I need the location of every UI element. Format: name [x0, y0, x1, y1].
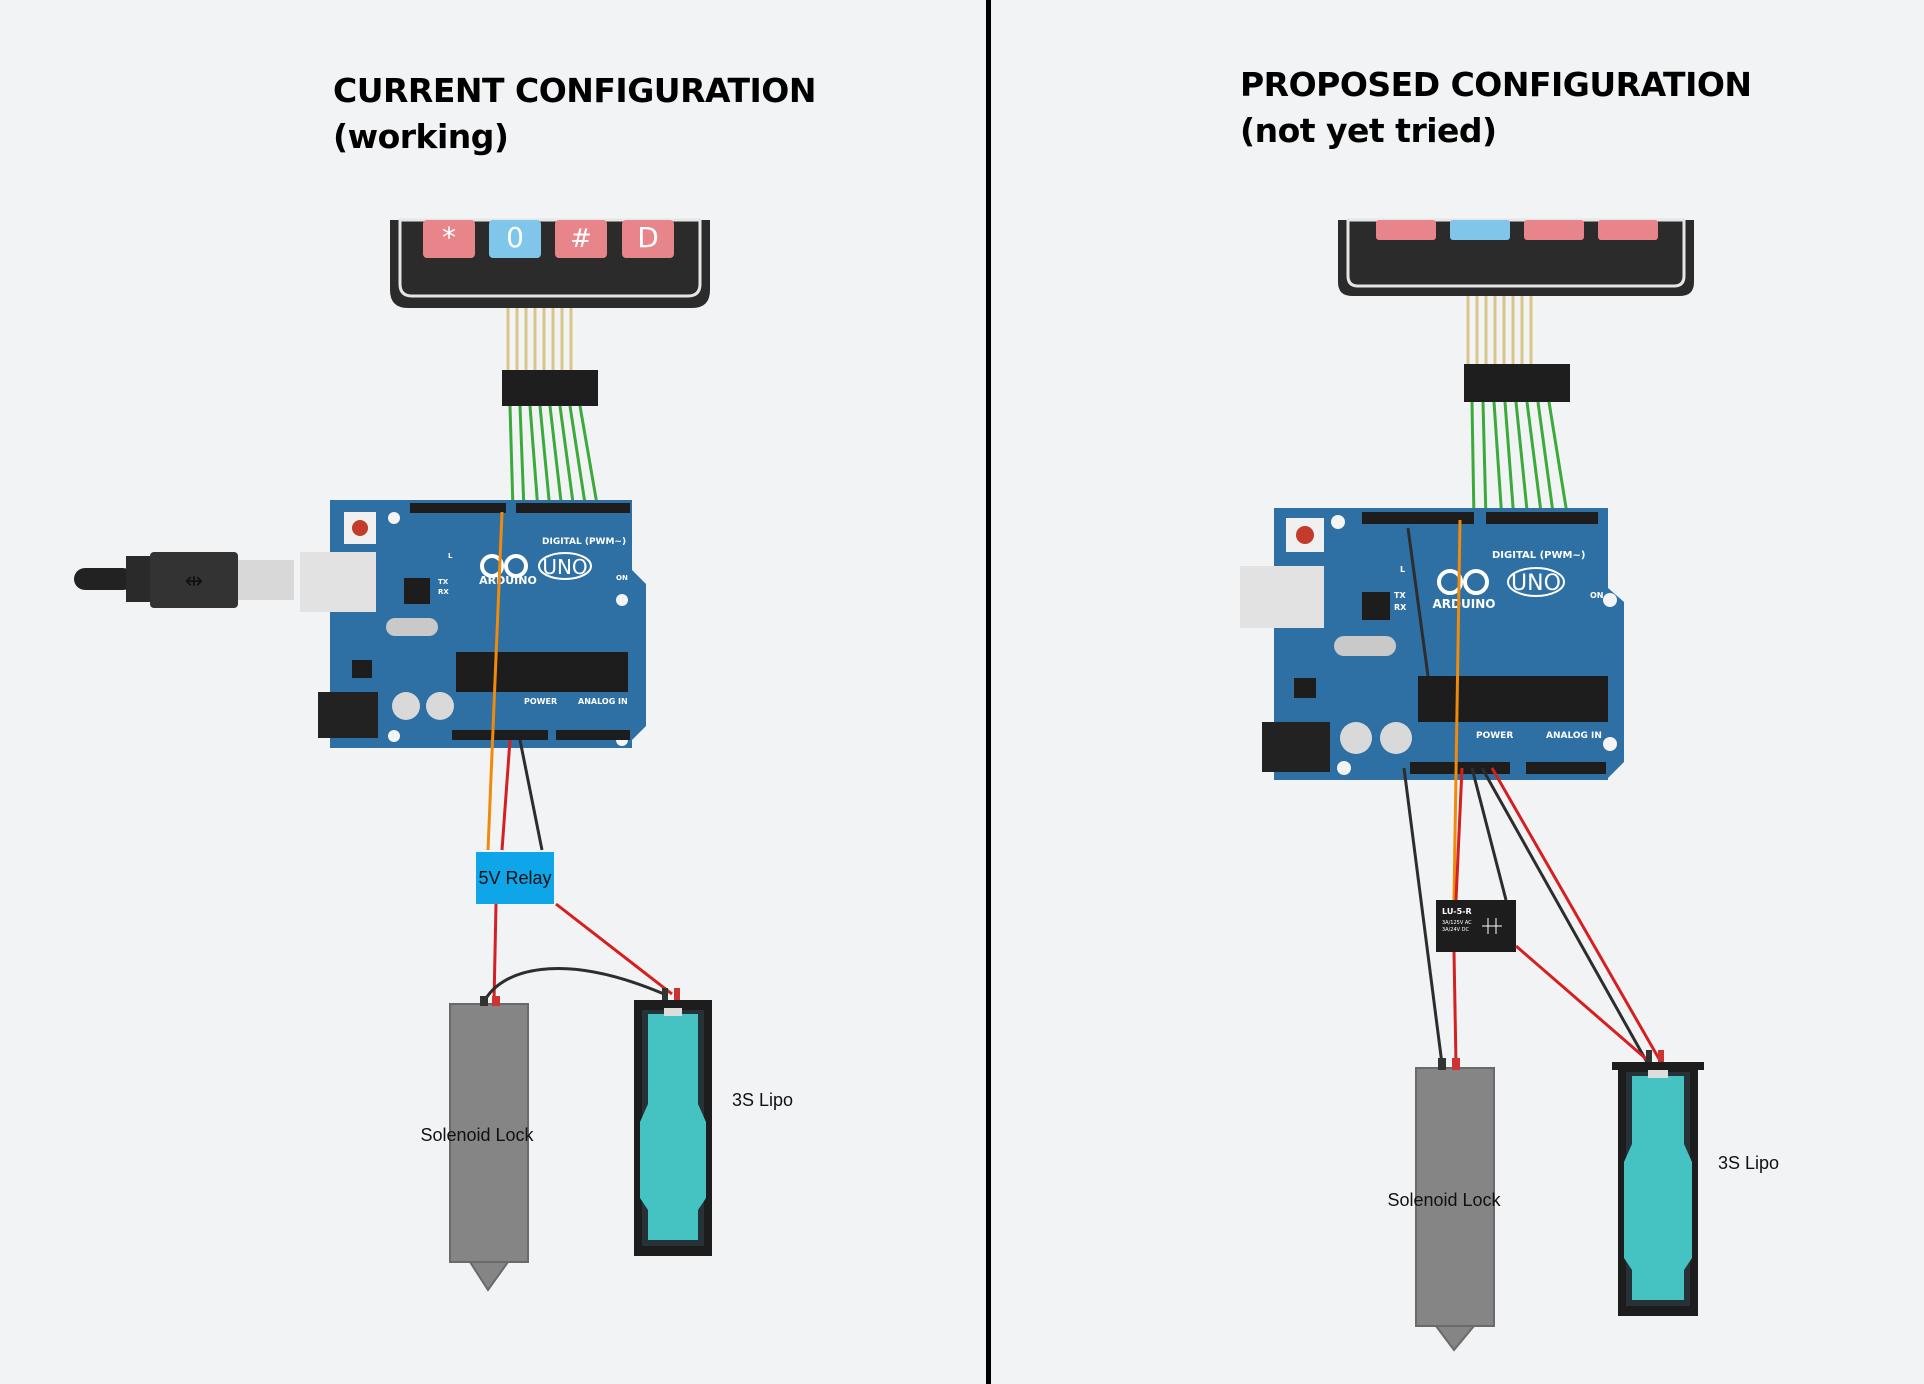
svg-text:UNO: UNO [1511, 571, 1561, 596]
svg-text:RX: RX [438, 588, 449, 596]
wire-black-gnd [518, 739, 544, 851]
keypad [1338, 218, 1694, 402]
svg-text:#: # [570, 224, 592, 254]
svg-text:ON: ON [616, 574, 628, 582]
current-config-title: CURRENT CONFIGURATION (working) [333, 68, 816, 160]
reset-button [1296, 526, 1314, 544]
svg-text:POWER: POWER [1476, 731, 1513, 741]
svg-text:⇹: ⇹ [185, 569, 203, 594]
wire-black-gnd [1470, 767, 1508, 901]
wire-red-5v [1454, 767, 1464, 901]
battery-3s-lipo [1612, 1050, 1704, 1316]
wire-red-vin [1490, 767, 1664, 1065]
solenoid-lock [1415, 1058, 1495, 1352]
proposed-config-title: PROPOSED CONFIGURATION (not yet tried) [1240, 62, 1752, 154]
keypad-connector [1464, 364, 1570, 402]
svg-text:0: 0 [506, 221, 524, 254]
wire-black-solenoid [1402, 767, 1444, 1065]
solenoid-lock [449, 996, 529, 1292]
svg-text:3A/125V AC: 3A/125V AC [1442, 920, 1472, 926]
power-jack [318, 692, 378, 738]
wire-orange-signal [486, 511, 504, 851]
proposed-config-title-line1: PROPOSED CONFIGURATION [1240, 65, 1752, 104]
relay-lu-5-r [1436, 900, 1516, 952]
arduino-uno-board: DIGITAL (PWM~) ARDUINO UNO POWER ANALOG … [1240, 508, 1624, 780]
wire-orange-signal [1452, 519, 1462, 901]
proposed-configuration-panel: PROPOSED CONFIGURATION (not yet tried) [992, 0, 1924, 1384]
svg-text:DIGITAL (PWM~): DIGITAL (PWM~) [542, 537, 626, 547]
relay-5v [476, 852, 554, 904]
keypad-key-hash [555, 220, 607, 258]
solenoid-label: Solenoid Lock [420, 1125, 534, 1145]
wire-red-5v [500, 739, 512, 851]
solenoid-label: Solenoid Lock [1387, 1190, 1501, 1210]
keypad-key-0 [489, 220, 541, 258]
reset-button [352, 520, 368, 536]
svg-text:*: * [442, 221, 456, 254]
arduino-uno-board: DIGITAL (PWM~) ARDUINO UNO POWER ANALOG … [300, 500, 646, 748]
svg-text:ON: ON [1590, 591, 1604, 600]
current-config-title-line2: (working) [333, 117, 509, 156]
usb-port [1240, 566, 1324, 628]
keypad-key-star [423, 220, 475, 258]
proposed-config-title-line2: (not yet tried) [1240, 111, 1497, 150]
keypad-connector [502, 370, 598, 406]
svg-text:ANALOG IN: ANALOG IN [578, 697, 628, 706]
svg-text:UNO: UNO [542, 555, 587, 579]
power-jack [1262, 722, 1330, 772]
current-config-title-line1: CURRENT CONFIGURATION [333, 71, 816, 110]
keypad: * 0 # D [390, 218, 710, 406]
battery-label: 3S Lipo [732, 1090, 793, 1110]
svg-text:ARDUINO: ARDUINO [1433, 597, 1496, 611]
proposed-circuit-diagram: DIGITAL (PWM~) ARDUINO UNO POWER ANALOG … [1240, 218, 1779, 1352]
svg-text:D: D [637, 221, 659, 254]
keypad-wires [508, 405, 600, 511]
usb-cable: ⇹ [74, 552, 294, 608]
svg-text:TX: TX [1394, 591, 1406, 600]
svg-text:RX: RX [1394, 603, 1407, 612]
usb-port [300, 552, 376, 612]
svg-text:POWER: POWER [524, 697, 557, 706]
current-configuration-panel: CURRENT CONFIGURATION (working) * 0 # D [74, 68, 816, 1292]
keypad-key-d [622, 220, 674, 258]
svg-text:LU-5-R: LU-5-R [1442, 907, 1472, 916]
microcontroller-chip [1418, 676, 1608, 722]
microcontroller-chip [456, 652, 628, 692]
panel-divider [986, 0, 991, 1384]
relay-label: 5V Relay [478, 868, 551, 888]
svg-text:L: L [448, 552, 453, 560]
svg-text:DIGITAL (PWM~): DIGITAL (PWM~) [1492, 550, 1585, 561]
svg-text:TX: TX [438, 578, 449, 586]
current-circuit-diagram: * 0 # D ⇹ [74, 218, 793, 1292]
svg-text:3A/24V DC: 3A/24V DC [1442, 927, 1470, 933]
svg-text:ANALOG IN: ANALOG IN [1546, 731, 1602, 741]
svg-text:L: L [1400, 565, 1405, 574]
keypad-wires [1470, 401, 1570, 521]
battery-3s-lipo [634, 988, 712, 1256]
battery-label: 3S Lipo [1718, 1153, 1779, 1173]
